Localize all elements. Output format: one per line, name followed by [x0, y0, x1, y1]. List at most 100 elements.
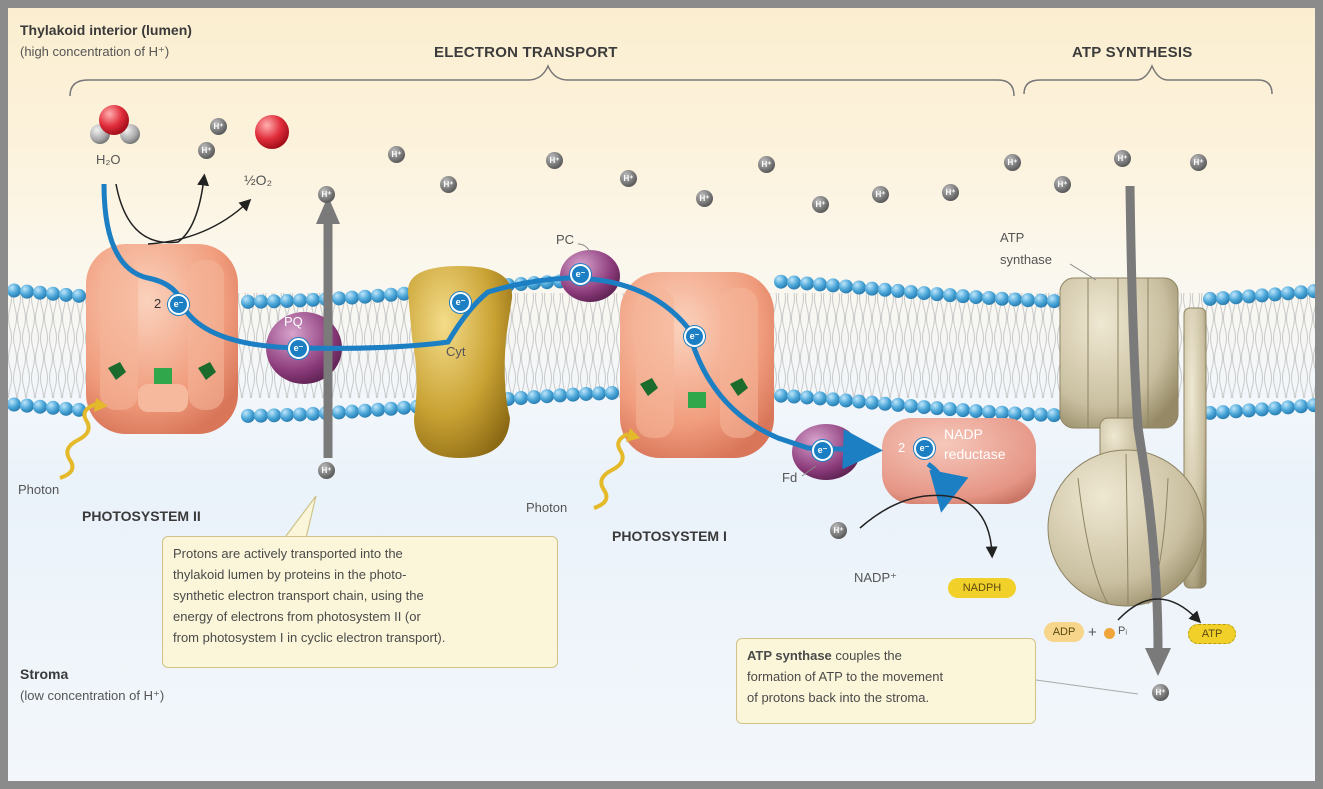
callout-pointer-right	[1035, 679, 1139, 695]
lipid-head	[995, 405, 1009, 420]
lipid-head	[982, 404, 996, 419]
h2o-label: H₂O	[96, 152, 121, 167]
lipid-head	[579, 386, 593, 401]
cyt-label: Cyt	[446, 344, 466, 359]
lipid-head	[293, 293, 307, 308]
plus-sign: +	[1088, 624, 1097, 641]
lipid-head	[358, 289, 372, 304]
lipid-head	[800, 276, 814, 291]
lipid-head	[1307, 284, 1315, 299]
lipid-head	[345, 290, 359, 305]
atp-synthase-complex	[1047, 277, 1207, 607]
electron-transport-bracket	[69, 64, 1015, 97]
stroma-title: Stroma	[20, 666, 69, 682]
photosystem-ii-label: PHOTOSYSTEM II	[82, 508, 201, 524]
lipid-head	[1216, 405, 1230, 420]
lipid-head	[852, 280, 866, 295]
lipid-head	[72, 288, 86, 303]
callout-line: synthetic electron transport chain, usin…	[173, 588, 424, 603]
lipid-head	[20, 398, 34, 413]
fd-leader	[801, 465, 817, 477]
fd-label: Fd	[782, 470, 798, 485]
lipid-head	[1294, 285, 1308, 300]
lipid-head	[1281, 286, 1295, 301]
lipid-head	[514, 391, 528, 406]
lipid-head	[553, 388, 567, 403]
lipid-head	[1047, 294, 1061, 309]
lipid-head	[1047, 408, 1061, 423]
photon-label-ps2: Photon	[18, 482, 60, 497]
callout-line: couples the	[831, 648, 902, 663]
lipid-head	[254, 408, 268, 423]
lipid-head	[1268, 401, 1282, 416]
lipid-head	[1242, 403, 1256, 418]
lipid-head	[605, 385, 619, 400]
lipid-head	[1008, 292, 1022, 307]
lipid-head	[33, 399, 47, 414]
lipid-head	[267, 294, 281, 309]
atp-synthase-proton-arrow	[1125, 185, 1163, 649]
lumen-subtitle: (high concentration of H⁺)	[20, 44, 170, 59]
lipid-head	[969, 404, 983, 419]
lipid-head	[982, 290, 996, 305]
h-ion: H⁺	[620, 170, 637, 187]
callout-bold: ATP synthase	[747, 648, 832, 663]
lipid-head	[371, 402, 385, 417]
phosphate-label: Pᵢ	[1118, 625, 1128, 637]
lipid-head	[527, 390, 541, 405]
lipid-head	[241, 294, 255, 309]
callout-line: energy of electrons from photosystem II …	[173, 609, 421, 624]
water-split-arrows	[115, 173, 210, 244]
photon-label-ps1: Photon	[526, 500, 568, 515]
lipid-head	[1242, 289, 1256, 304]
callout-line: from photosystem I in cyclic electron tr…	[173, 630, 446, 645]
lipid-head	[8, 283, 21, 298]
lipid-head	[1281, 400, 1295, 415]
lipid-head	[59, 401, 73, 416]
pc-leader	[577, 243, 591, 253]
lipid-head	[787, 389, 801, 404]
lipid-head	[384, 287, 398, 302]
lipid-head	[917, 400, 931, 415]
lipid-head	[20, 284, 34, 299]
lipid-head	[59, 287, 73, 302]
photon-squiggle-ps1	[593, 432, 629, 510]
lipid-head	[865, 281, 879, 296]
membrane-diagram	[8, 64, 1315, 695]
h-ion: H⁺	[546, 152, 563, 169]
callout-line: of protons back into the stroma.	[747, 690, 930, 705]
pc-label: PC	[556, 232, 575, 247]
h-ion: H⁺	[1114, 150, 1131, 167]
photon-squiggle-ps2	[59, 402, 97, 480]
lipid-head	[1216, 291, 1230, 306]
lipid-head	[384, 401, 398, 416]
lipid-head	[1021, 407, 1035, 422]
lipid-head	[995, 291, 1009, 306]
cytochrome-complex	[407, 266, 513, 458]
lipid-head	[306, 292, 320, 307]
electron-count-ps2: 2	[154, 296, 162, 311]
electron: e⁻	[914, 438, 935, 459]
photosystem-i-label: PHOTOSYSTEM I	[612, 528, 727, 544]
lipid-head	[332, 291, 346, 306]
lipid-head	[267, 408, 281, 423]
nadp-plus-label: NADP⁺	[854, 570, 897, 585]
lipid-head	[1034, 293, 1048, 308]
lipid-head	[345, 404, 359, 419]
water-molecule	[90, 105, 140, 144]
pq-label: PQ	[284, 314, 303, 329]
atp-synthesis-heading: ATP SYNTHESIS	[1072, 44, 1193, 61]
lipid-head	[1255, 402, 1269, 417]
lipid-head	[956, 403, 970, 418]
callout-line: thylakoid lumen by proteins in the photo…	[173, 567, 407, 582]
lipid-head	[839, 393, 853, 408]
atp-synthase-label-1: ATP	[1000, 230, 1025, 245]
atp-synthase-leader	[1069, 263, 1097, 281]
h-ion: H⁺	[830, 522, 847, 539]
electron: e⁻	[570, 264, 591, 285]
electron: e⁻	[288, 338, 309, 359]
lipid-head	[891, 397, 905, 412]
lipid-head	[540, 389, 554, 404]
lipid-head	[1203, 291, 1217, 306]
diagram-frame: Thylakoid interior (lumen) (high concent…	[8, 8, 1315, 781]
